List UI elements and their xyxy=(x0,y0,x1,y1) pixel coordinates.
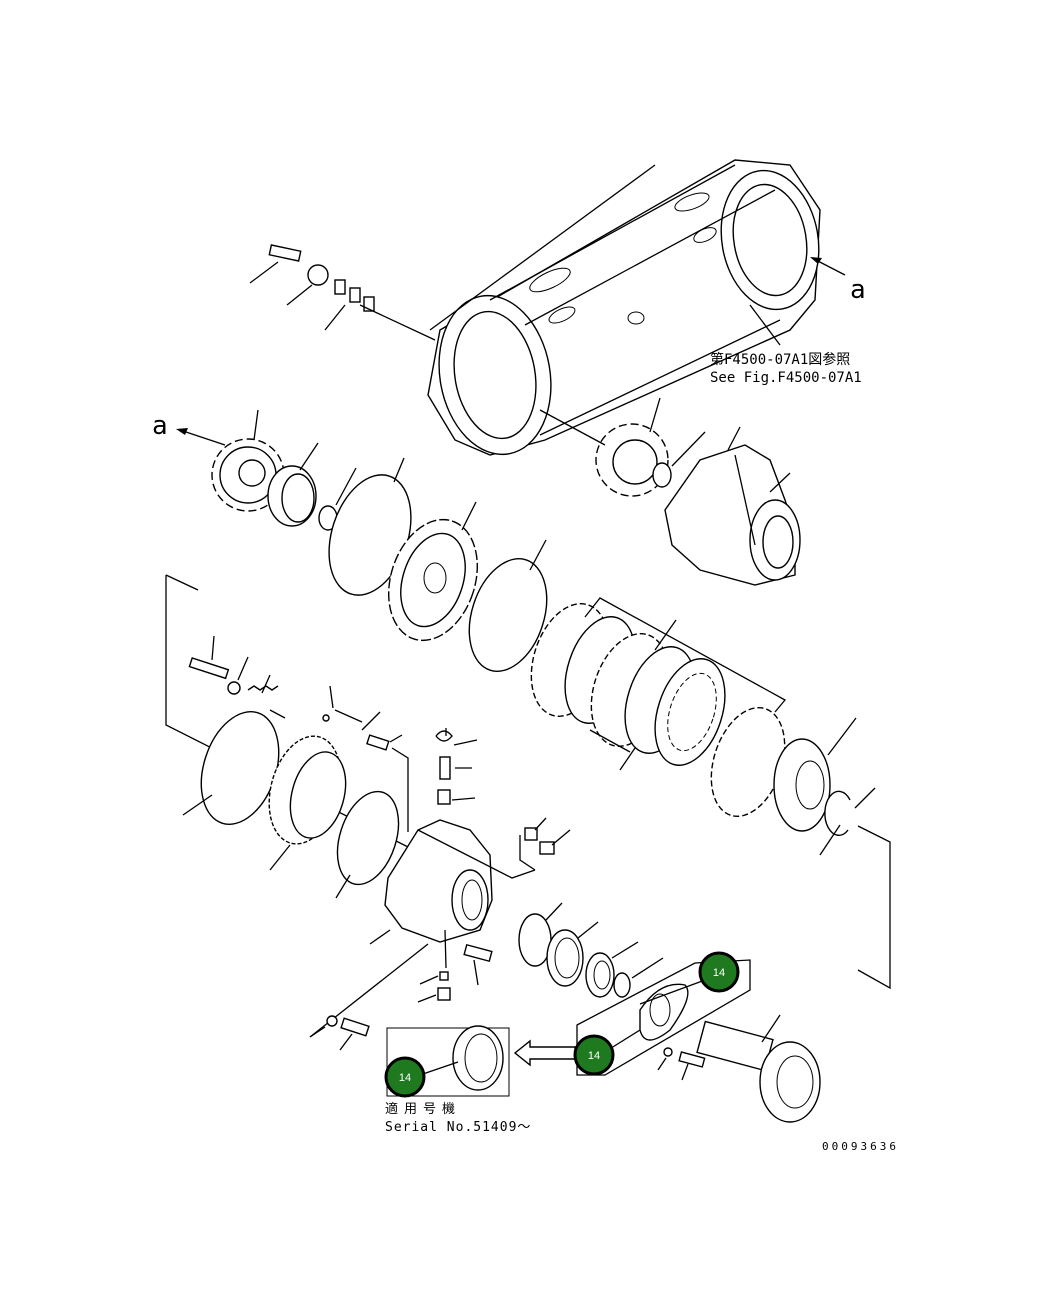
svg-text:14: 14 xyxy=(713,967,725,979)
drain-bolt xyxy=(326,1015,370,1037)
output-shaft xyxy=(696,1020,821,1123)
view-marker-right: a xyxy=(850,275,866,305)
view-marker-left: a xyxy=(152,411,168,441)
disc-pack xyxy=(530,603,786,817)
ref-note-en: See Fig.F4500-07A1 xyxy=(710,370,862,386)
carrier-plate xyxy=(387,518,479,642)
left-sprocket xyxy=(211,438,285,512)
serial-note-en: Serial No.51409～ xyxy=(385,1120,531,1135)
brake-piston xyxy=(268,735,347,845)
svg-text:14: 14 xyxy=(588,1050,600,1062)
final-drive-housing xyxy=(664,444,801,586)
serial-inset xyxy=(386,1025,510,1097)
ref-note-jp: 第F4500-07A1図参照 xyxy=(710,351,850,368)
callout-14-left: 14 xyxy=(573,1034,615,1076)
track-frame xyxy=(427,159,821,456)
callout-14-inset: 14 xyxy=(384,1056,426,1098)
shim-plate xyxy=(639,983,689,1041)
brake-drum xyxy=(773,738,831,832)
right-sprocket xyxy=(595,423,669,497)
brake-housing xyxy=(384,819,493,943)
fittings xyxy=(435,728,478,805)
bearing-seal-set xyxy=(518,913,631,998)
hub-ring xyxy=(267,465,317,527)
drawing-code: 00093636 xyxy=(822,1140,899,1153)
housing-bolts xyxy=(437,943,493,1001)
svg-text:14: 14 xyxy=(399,1072,411,1084)
small-parts-right xyxy=(524,817,571,855)
serial-note-jp: 適用号機 xyxy=(385,1101,461,1117)
callout-14-top: 14 xyxy=(698,951,740,993)
pins xyxy=(322,685,409,832)
bolt-spring-set xyxy=(188,657,279,695)
frame-hardware xyxy=(249,164,656,341)
